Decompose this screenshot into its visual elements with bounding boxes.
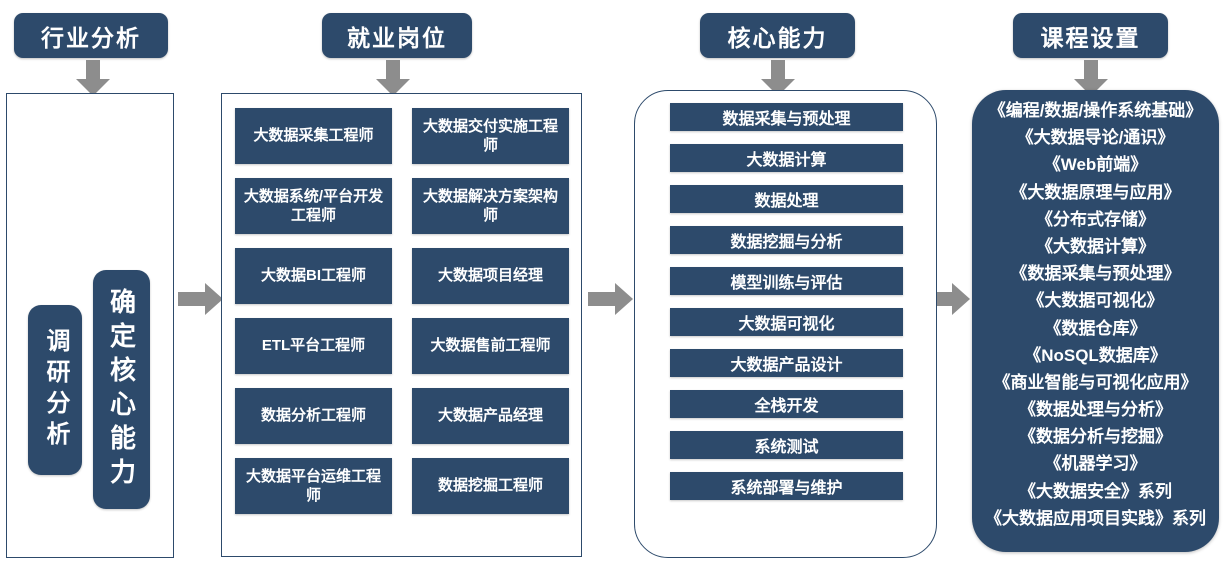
course-item: 《大数据原理与应用》: [1010, 182, 1181, 202]
arrow-right-icon: [588, 283, 633, 315]
ability-item: 大数据可视化: [670, 308, 903, 336]
job-card: 大数据采集工程师: [235, 108, 392, 164]
course-item: 《机器学习》: [1044, 454, 1147, 474]
industry-analysis-panel: 调研分析 确定核心能力: [6, 93, 174, 558]
course-item: 《数据采集与预处理》: [1010, 264, 1181, 284]
header-pill-curriculum: 课程设置: [1013, 13, 1168, 58]
core-abilities-list: 数据采集与预处理 大数据计算 数据处理 数据挖掘与分析 模型训练与评估 大数据可…: [670, 103, 903, 500]
job-card: 数据分析工程师: [235, 388, 392, 444]
course-item: 《大数据导论/通识》: [1016, 128, 1175, 148]
course-item: 《编程/数据/操作系统基础》: [988, 101, 1203, 120]
course-item: 《分布式存储》: [1036, 209, 1155, 229]
job-card: 大数据售前工程师: [412, 318, 569, 374]
jobs-grid: 大数据采集工程师 大数据交付实施工程师 大数据系统/平台开发工程师 大数据解决方…: [235, 108, 569, 514]
job-card: 大数据平台运维工程师: [235, 458, 392, 514]
arrow-down-icon: [761, 60, 795, 96]
arrow-right-icon: [925, 283, 970, 315]
course-item: 《Web前端》: [1043, 155, 1148, 175]
ability-item: 数据挖掘与分析: [670, 226, 903, 254]
course-item: 《大数据安全》系列: [1019, 481, 1172, 501]
arrow-down-icon: [1074, 60, 1108, 96]
job-card: 大数据系统/平台开发工程师: [235, 178, 392, 234]
curriculum-list: 《编程/数据/操作系统基础》 《大数据导论/通识》 《Web前端》 《大数据原理…: [972, 97, 1219, 532]
jobs-panel: 大数据采集工程师 大数据交付实施工程师 大数据系统/平台开发工程师 大数据解决方…: [221, 93, 582, 557]
ability-item: 全栈开发: [670, 390, 903, 418]
header-pill-jobs: 就业岗位: [322, 13, 472, 58]
arrow-down-icon: [376, 60, 410, 96]
job-card: 大数据项目经理: [412, 248, 569, 304]
ability-item: 数据处理: [670, 185, 903, 213]
ability-item: 大数据计算: [670, 144, 903, 172]
course-item: 《数据分析与挖掘》: [1019, 427, 1172, 447]
course-item: 《NoSQL数据库》: [1024, 345, 1167, 365]
ability-item: 系统部署与维护: [670, 472, 903, 500]
industry-box-research: 调研分析: [28, 305, 82, 475]
course-item: 《大数据可视化》: [1027, 291, 1164, 311]
arrow-right-icon: [178, 283, 223, 315]
header-pill-industry-analysis: 行业分析: [14, 13, 168, 58]
course-item: 《大数据计算》: [1036, 236, 1155, 256]
industry-box-core-ability: 确定核心能力: [93, 270, 150, 509]
job-card: 大数据交付实施工程师: [412, 108, 569, 164]
course-item: 《大数据应用项目实践》系列: [985, 508, 1206, 528]
job-card: 大数据产品经理: [412, 388, 569, 444]
curriculum-panel: [972, 90, 1219, 552]
ability-item: 大数据产品设计: [670, 349, 903, 377]
ability-item: 系统测试: [670, 431, 903, 459]
course-item: 《数据处理与分析》: [1019, 400, 1172, 420]
arrow-down-icon: [76, 60, 110, 96]
ability-item: 数据采集与预处理: [670, 103, 903, 131]
course-item: 《商业智能与可视化应用》: [993, 372, 1198, 392]
header-pill-core-abilities: 核心能力: [700, 13, 855, 58]
job-card: 大数据解决方案架构师: [412, 178, 569, 234]
core-abilities-panel: 数据采集与预处理 大数据计算 数据处理 数据挖掘与分析 模型训练与评估 大数据可…: [634, 90, 937, 558]
job-card: 数据挖掘工程师: [412, 458, 569, 514]
course-item: 《数据仓库》: [1044, 318, 1147, 338]
ability-item: 模型训练与评估: [670, 267, 903, 295]
